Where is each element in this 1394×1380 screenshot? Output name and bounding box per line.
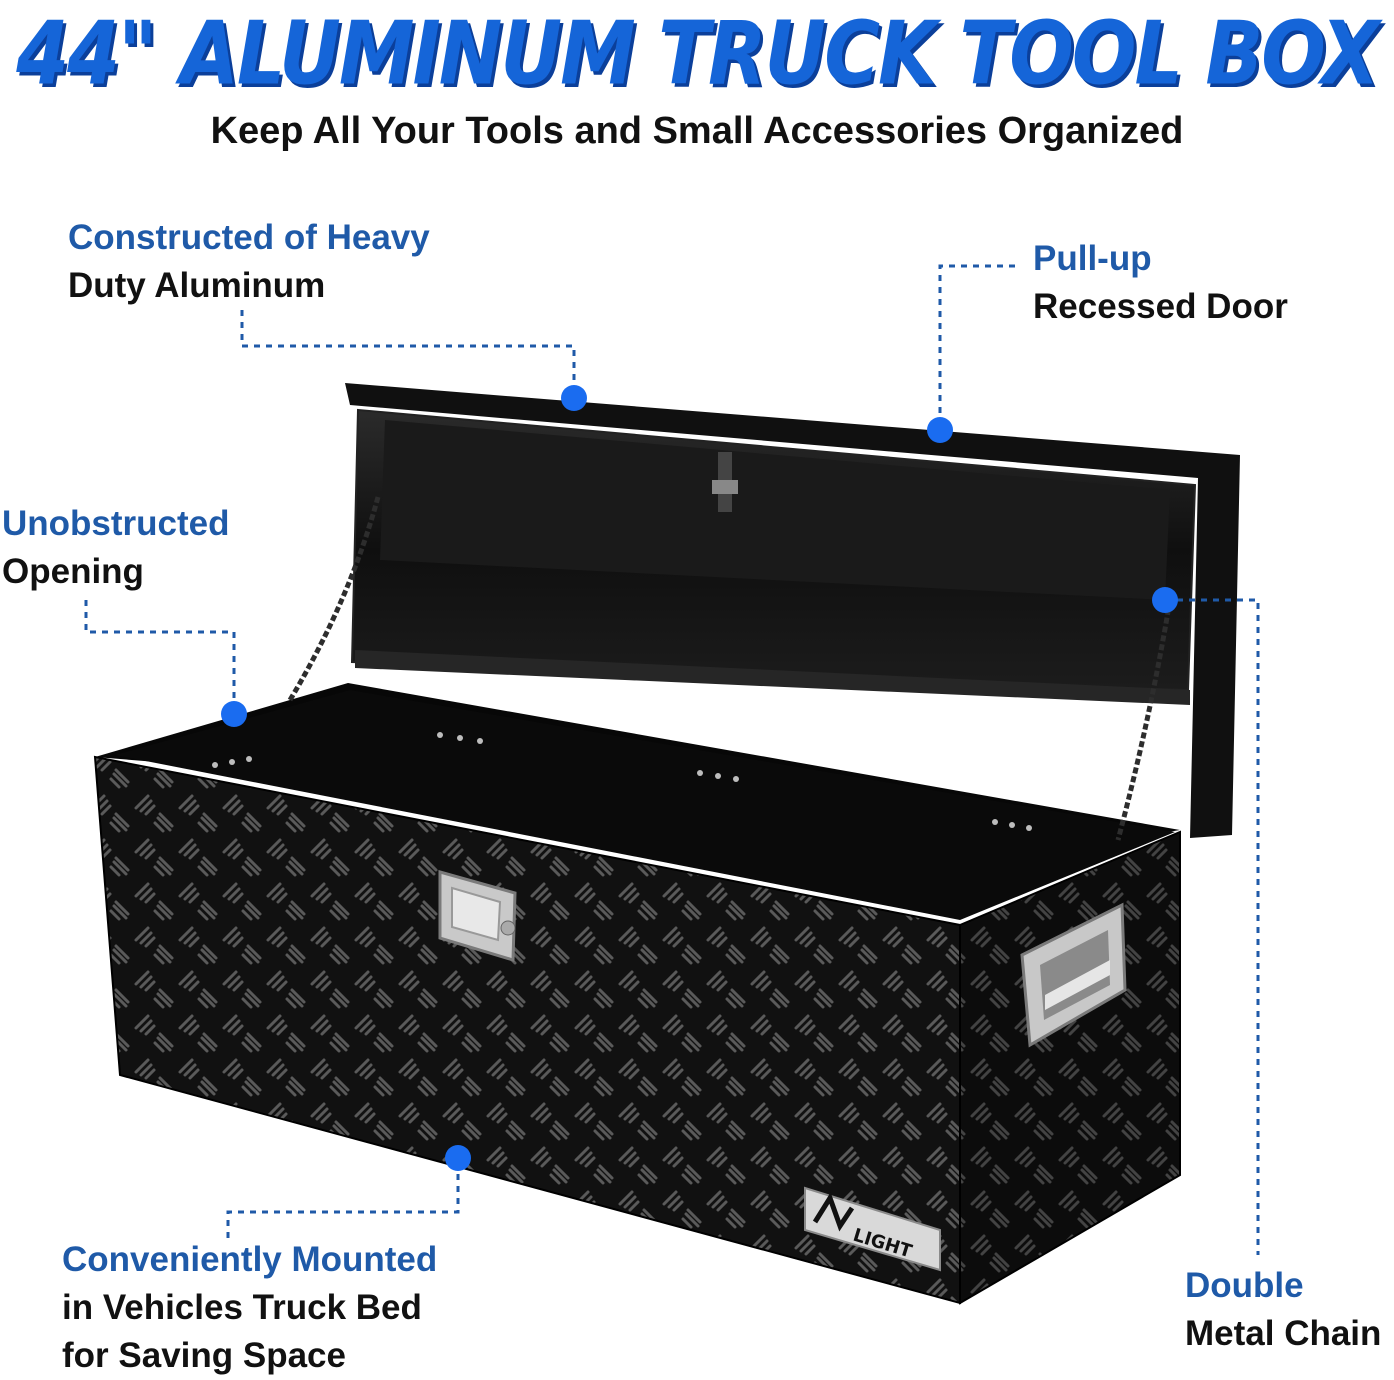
callout-recessed-door-text: Recessed Door [1033, 287, 1288, 326]
page-title: 44" ALUMINUM TRUCK TOOL BOX [16, 2, 1380, 105]
callout-recessed-door-highlight: Pull-up [1033, 239, 1152, 278]
marker-mounted [445, 1145, 471, 1171]
marker-recessed-door [927, 417, 953, 443]
callout-heavy-duty-text: Duty Aluminum [68, 266, 326, 305]
callout-recessed-door: Pull-up Recessed Door [1033, 235, 1288, 331]
callout-mounted-highlight: Conveniently Mounted [62, 1240, 438, 1279]
callout-unobstructed-text: Opening [2, 552, 144, 591]
front-latch [438, 870, 517, 963]
callout-mounted-text-line2: for Saving Space [62, 1336, 346, 1375]
lid [345, 383, 1240, 838]
callout-heavy-duty: Constructed of Heavy Duty Aluminum [68, 214, 430, 310]
chain-right [1115, 599, 1173, 841]
marker-heavy-duty [561, 385, 587, 411]
marker-unobstructed [221, 701, 247, 727]
interior-rivets [212, 732, 1032, 831]
leader-unobstructed [84, 600, 236, 714]
callout-mounted-text-line1: in Vehicles Truck Bed [62, 1288, 422, 1327]
callout-heavy-duty-highlight: Constructed of Heavy [68, 218, 430, 257]
leader-mounted [226, 1158, 460, 1238]
callout-unobstructed-highlight: Unobstructed [2, 504, 230, 543]
page-subtitle: Keep All Your Tools and Small Accessorie… [210, 110, 1184, 152]
callout-unobstructed: Unobstructed Opening [2, 500, 230, 596]
callout-chain-text: Metal Chain [1185, 1314, 1382, 1353]
callout-mounted: Conveniently Mounted in Vehicles Truck B… [62, 1236, 437, 1380]
chain-left [287, 496, 381, 702]
marker-chain [1152, 587, 1178, 613]
callout-chain-highlight: Double [1185, 1266, 1304, 1305]
leader-chain [1165, 598, 1260, 1255]
leader-recessed-door [938, 264, 1015, 430]
callout-chain: Double Metal Chain [1185, 1262, 1381, 1358]
leader-heavy-duty [240, 310, 576, 398]
side-handle [1020, 902, 1127, 1048]
